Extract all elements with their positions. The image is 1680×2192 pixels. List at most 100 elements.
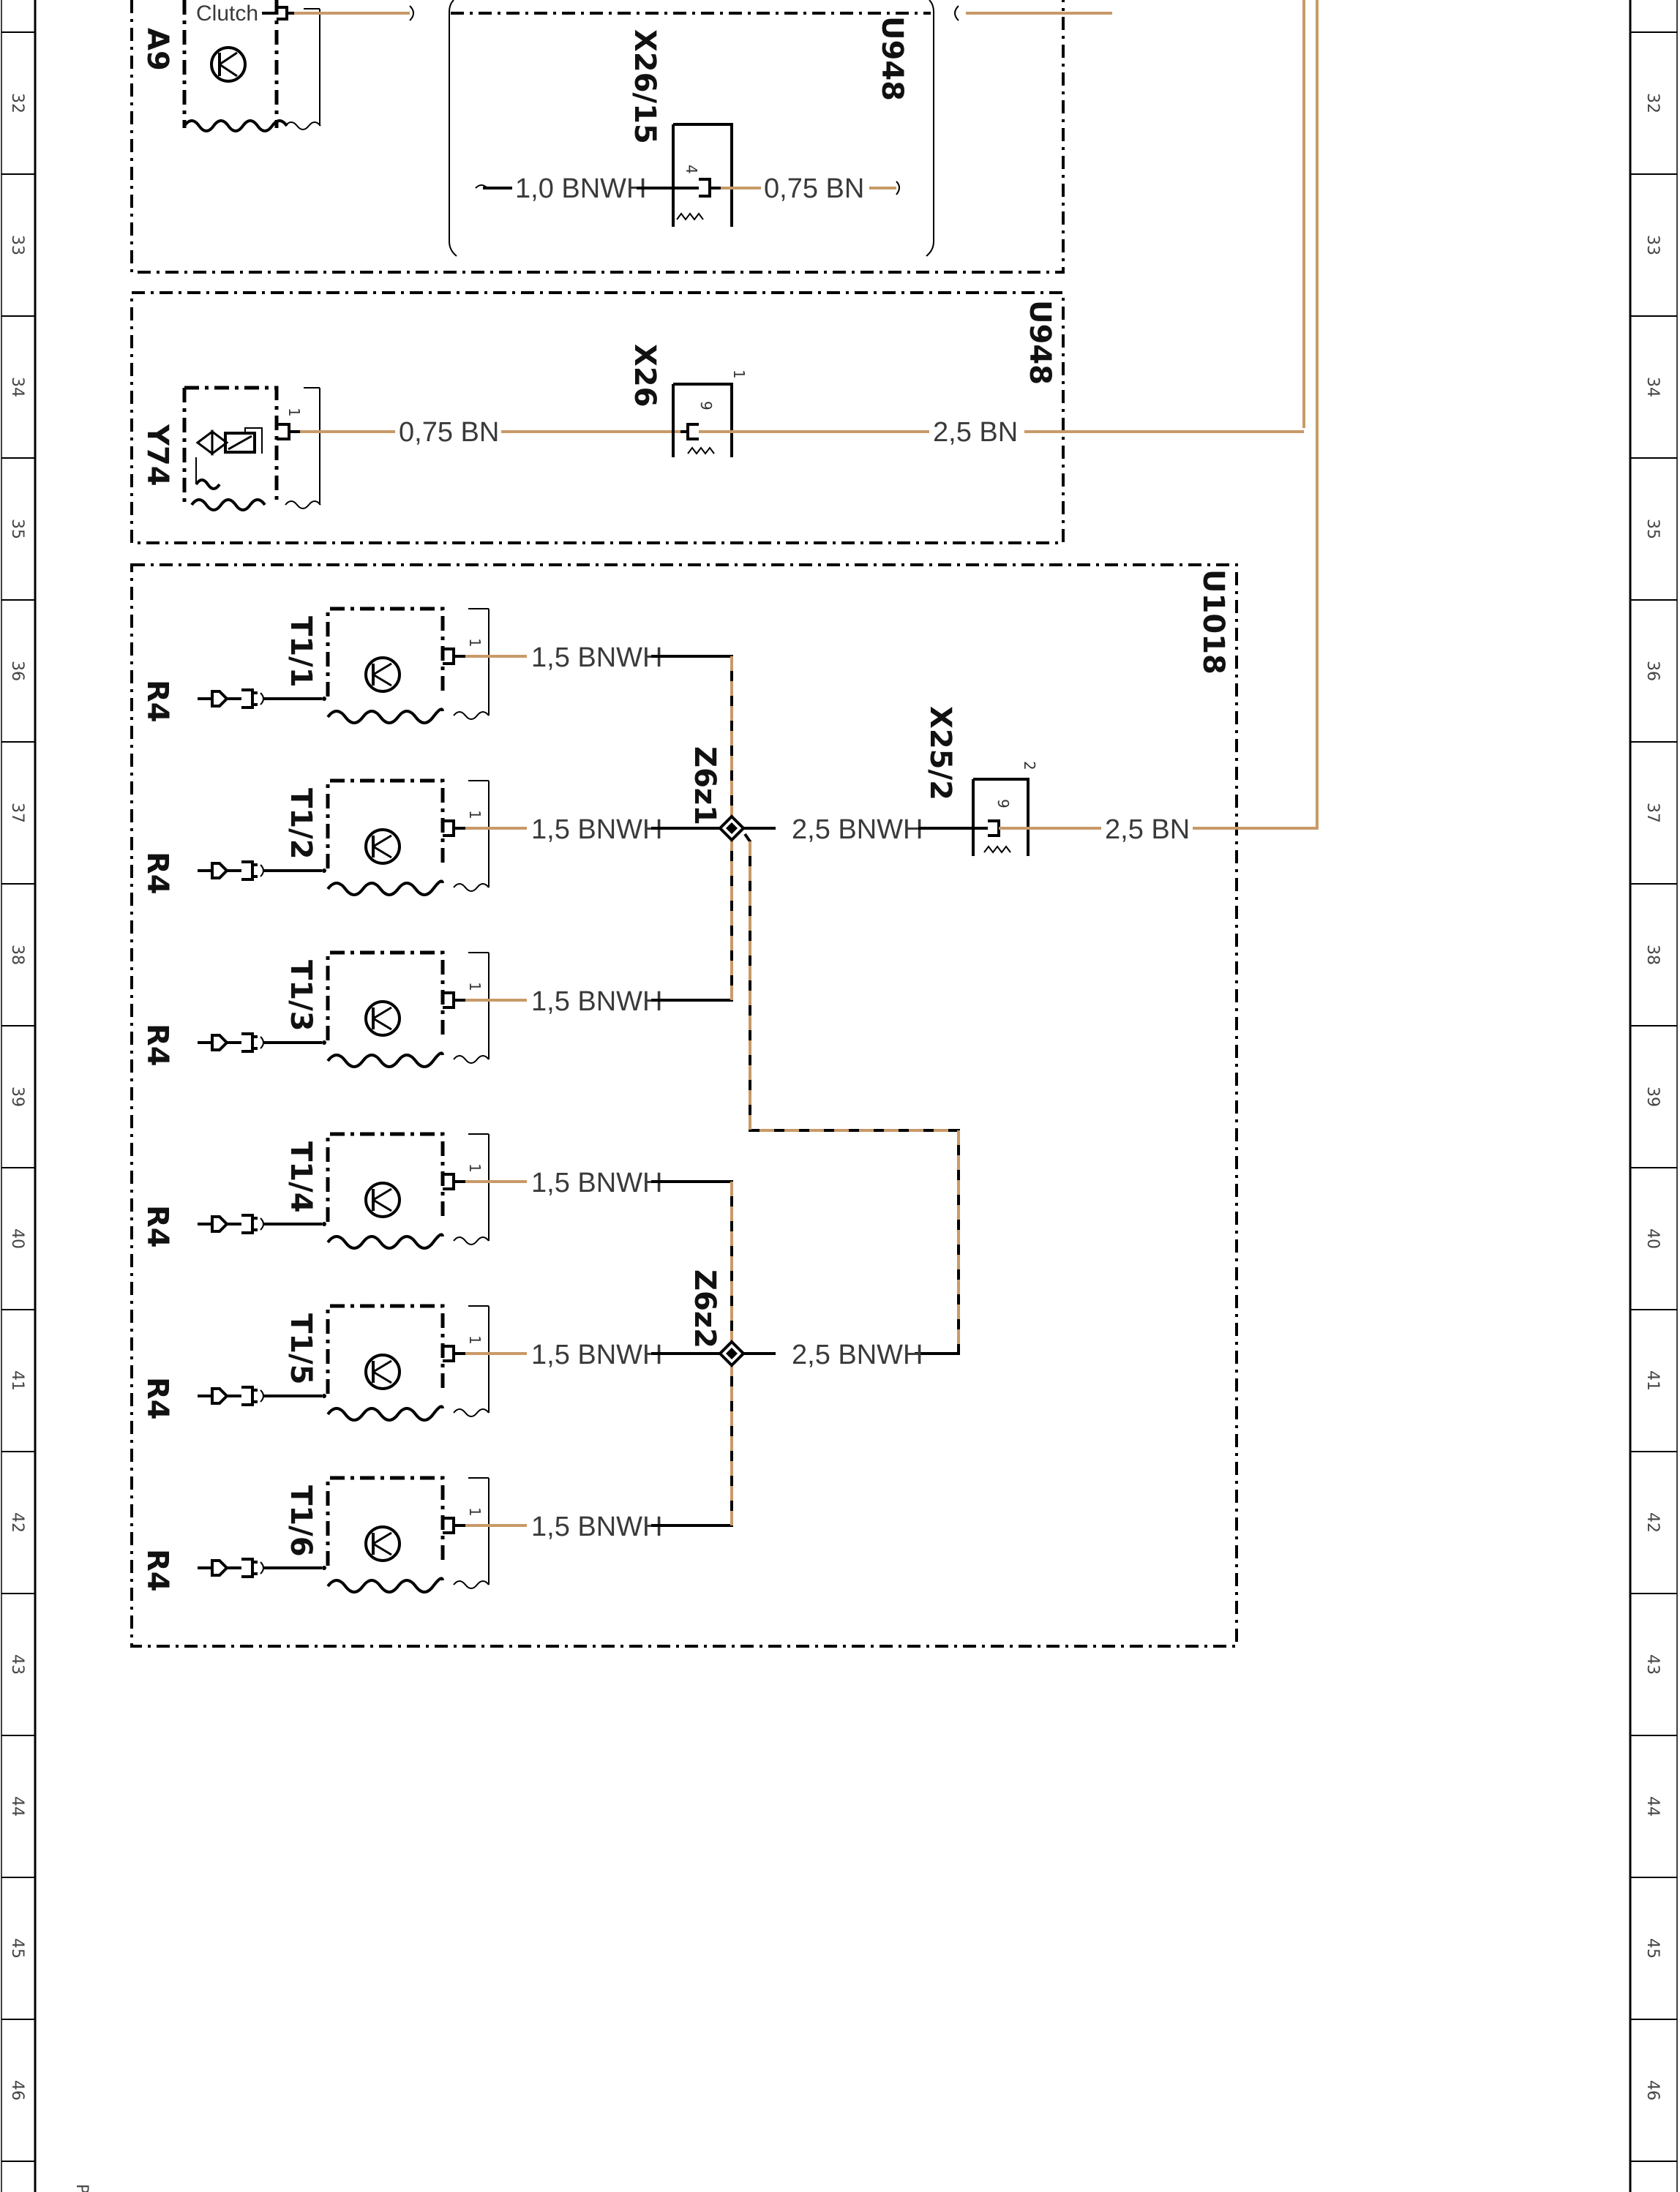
sensor-ref: T1/1 xyxy=(284,616,318,688)
right-ruler-row: 34 xyxy=(1643,377,1662,397)
right-ruler-row: 42 xyxy=(1643,1512,1662,1533)
wire-y74-x26: 0,75 BN xyxy=(399,417,499,448)
left-ruler-row: 36 xyxy=(8,661,26,681)
plug-ref: R4 xyxy=(140,680,174,723)
right-ruler-row: 39 xyxy=(1643,1086,1662,1107)
wire-label: 1,5 BNWH xyxy=(531,986,662,1017)
x26-connector: 1 9 xyxy=(672,369,748,457)
z6z2-ref: Z6z2 xyxy=(688,1269,721,1348)
sensor-pin: 1 xyxy=(466,638,484,648)
sensor-ref: T1/2 xyxy=(284,788,318,860)
x26-pin-a: 1 xyxy=(730,369,748,379)
sensor-2: 1 1,5 BNWH T1/2R4 xyxy=(140,778,662,896)
sensor-pin: 1 xyxy=(466,1507,484,1517)
wire-label: 1,5 BNWH xyxy=(531,1340,662,1370)
temperature-sensor-icon xyxy=(364,1354,401,1390)
block-top: Clutch A9 U948 X26/15 4 1,0 BNWH 0,75 BN xyxy=(130,0,1112,274)
block-u948: U948 1 Y74 0,75 BN X26 1 9 xyxy=(130,291,1304,544)
z6z2-splice xyxy=(651,1180,776,1527)
sensor-1: 1 1,5 BNWH T1/1R4 xyxy=(140,607,662,724)
wire-x26-15-right: 0,75 BN xyxy=(764,173,864,204)
footer-code: PE xyxy=(72,2184,91,2192)
z6z1-splice xyxy=(651,655,960,1355)
x25-2-pin-a: 2 xyxy=(1021,761,1038,770)
wire-x26-bus: 2,5 BN xyxy=(933,417,1018,448)
plug-ref: R4 xyxy=(140,852,174,895)
right-ruler-row: 36 xyxy=(1643,661,1662,681)
left-ruler-row: 35 xyxy=(8,519,26,539)
x26-ref: X26 xyxy=(628,344,661,408)
r4-plug-icon xyxy=(198,688,326,709)
right-ruler-row: 33 xyxy=(1643,235,1662,255)
left-ruler-row: 43 xyxy=(8,1654,26,1675)
sensor-5: 1 1,5 BNWH T1/5R4 xyxy=(140,1304,662,1422)
left-ruler-row: 42 xyxy=(8,1512,26,1533)
right-ruler-row: 45 xyxy=(1643,1938,1662,1959)
wire-x26-15-left: 1,0 BNWH xyxy=(515,173,646,204)
wire-label: 1,5 BNWH xyxy=(531,1512,662,1542)
a9-sensor-icon xyxy=(210,46,247,83)
x26-pin-b: 9 xyxy=(697,401,715,410)
right-ruler-row: 35 xyxy=(1643,519,1662,539)
u948-top-ref: U948 xyxy=(875,16,909,101)
sensor-4: 1 1,5 BNWH T1/4R4 xyxy=(140,1132,662,1250)
sensor-pin: 1 xyxy=(466,982,484,991)
right-ruler-row: 46 xyxy=(1643,2080,1662,2101)
wire-x25-bus: 2,5 BN xyxy=(1105,814,1190,845)
r4-plug-icon xyxy=(198,1032,326,1053)
left-ruler-row: 44 xyxy=(8,1796,26,1817)
left-ruler-row: 32 xyxy=(8,93,26,113)
a9-pin-label: Clutch xyxy=(196,1,258,26)
r4-plug-icon xyxy=(198,1558,326,1578)
right-ruler-row: 41 xyxy=(1643,1370,1662,1391)
left-ruler-row: 33 xyxy=(8,235,26,255)
x25-2-pin-b: 9 xyxy=(994,799,1012,808)
left-ruler-row: 34 xyxy=(8,377,26,397)
wire-label: 1,5 BNWH xyxy=(531,1168,662,1198)
temperature-sensor-icon xyxy=(364,1000,401,1037)
y74-ref: Y74 xyxy=(140,424,174,487)
sensor-ref: T1/5 xyxy=(284,1313,318,1385)
sensor-pin: 1 xyxy=(466,810,484,819)
sensor-pin: 1 xyxy=(466,1335,484,1345)
sensor-ref: T1/6 xyxy=(284,1485,318,1557)
right-ruler-row: 43 xyxy=(1643,1654,1662,1675)
sensor-pin: 1 xyxy=(466,1163,484,1173)
r4-plug-icon xyxy=(198,1214,326,1234)
r4-plug-icon xyxy=(198,1386,326,1406)
left-ruler-row: 45 xyxy=(8,1938,26,1959)
r4-plug-icon xyxy=(198,860,326,881)
sensor-ref: T1/4 xyxy=(284,1141,318,1213)
left-ruler-row: 41 xyxy=(8,1370,26,1391)
temperature-sensor-icon xyxy=(364,828,401,865)
x26-15-pin: 4 xyxy=(683,165,700,174)
wire-z6z1-x25: 2,5 BNWH xyxy=(792,814,923,845)
u1018-ref: U1018 xyxy=(1196,569,1230,675)
y74-pin: 1 xyxy=(285,408,303,417)
x25-2-connector: 2 9 xyxy=(972,761,1038,856)
left-ruler-row: 39 xyxy=(8,1086,26,1107)
sensor-6: 1 1,5 BNWH T1/6R4 xyxy=(140,1476,662,1594)
x26-15-connector: 4 xyxy=(672,123,733,227)
plug-ref: R4 xyxy=(140,1549,174,1592)
plug-ref: R4 xyxy=(140,1377,174,1420)
x25-2-ref: X25/2 xyxy=(923,706,957,800)
right-ruler-row: 37 xyxy=(1643,803,1662,823)
temperature-sensor-icon xyxy=(364,1525,401,1562)
x26-15-ref: X26/15 xyxy=(628,29,661,144)
a9-ref: A9 xyxy=(140,28,174,71)
wire-label: 1,5 BNWH xyxy=(531,642,662,673)
left-ruler-row: 38 xyxy=(8,945,26,965)
y74-valve-icon xyxy=(195,427,263,490)
z6z1-ref: Z6z1 xyxy=(688,746,721,825)
plug-ref: R4 xyxy=(140,1024,174,1067)
u948-mid-ref: U948 xyxy=(1023,300,1057,385)
plug-ref: R4 xyxy=(140,1205,174,1248)
wire-label: 1,5 BNWH xyxy=(531,814,662,845)
right-ruler-row: 32 xyxy=(1643,93,1662,113)
